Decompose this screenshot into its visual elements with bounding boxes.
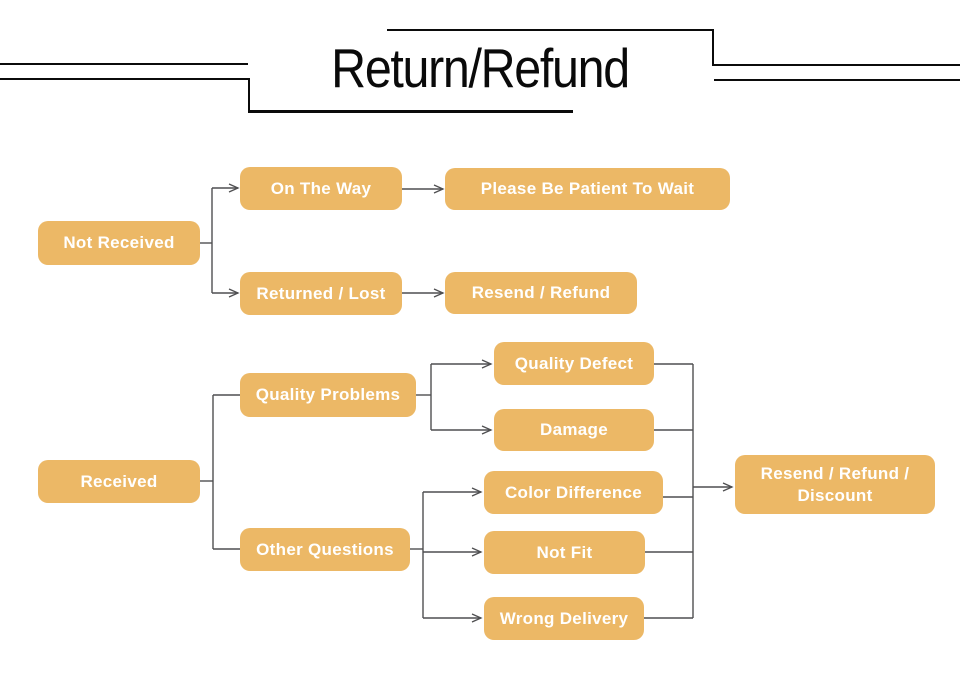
node-please-be-patient: Please Be Patient To Wait xyxy=(445,168,730,210)
node-quality-defect: Quality Defect xyxy=(494,342,654,385)
title-frame-left-vertical xyxy=(248,78,250,112)
node-other-questions: Other Questions xyxy=(240,528,410,571)
node-on-the-way: On The Way xyxy=(240,167,402,210)
node-not-received: Not Received xyxy=(38,221,200,265)
node-quality-problems: Quality Problems xyxy=(240,373,416,417)
node-received: Received xyxy=(38,460,200,503)
node-not-fit: Not Fit xyxy=(484,531,645,574)
node-color-difference: Color Difference xyxy=(484,471,663,514)
title-frame-left-line-upper xyxy=(0,63,248,65)
node-damage: Damage xyxy=(494,409,654,451)
title-frame-top-right-vertical xyxy=(712,29,714,66)
title-frame-right-line-upper xyxy=(712,64,960,66)
title-frame-top-line xyxy=(387,29,714,31)
node-resend-refund: Resend / Refund xyxy=(445,272,637,314)
node-resend-refund-discount: Resend / Refund / Discount xyxy=(735,455,935,514)
page-title: Return/Refund xyxy=(331,37,630,99)
title-frame-left-line-lower xyxy=(0,78,250,80)
node-returned-lost: Returned / Lost xyxy=(240,272,402,315)
node-wrong-delivery: Wrong Delivery xyxy=(484,597,644,640)
title-frame-right-line-lower xyxy=(714,79,960,81)
title-frame-bottom-line xyxy=(248,110,573,113)
